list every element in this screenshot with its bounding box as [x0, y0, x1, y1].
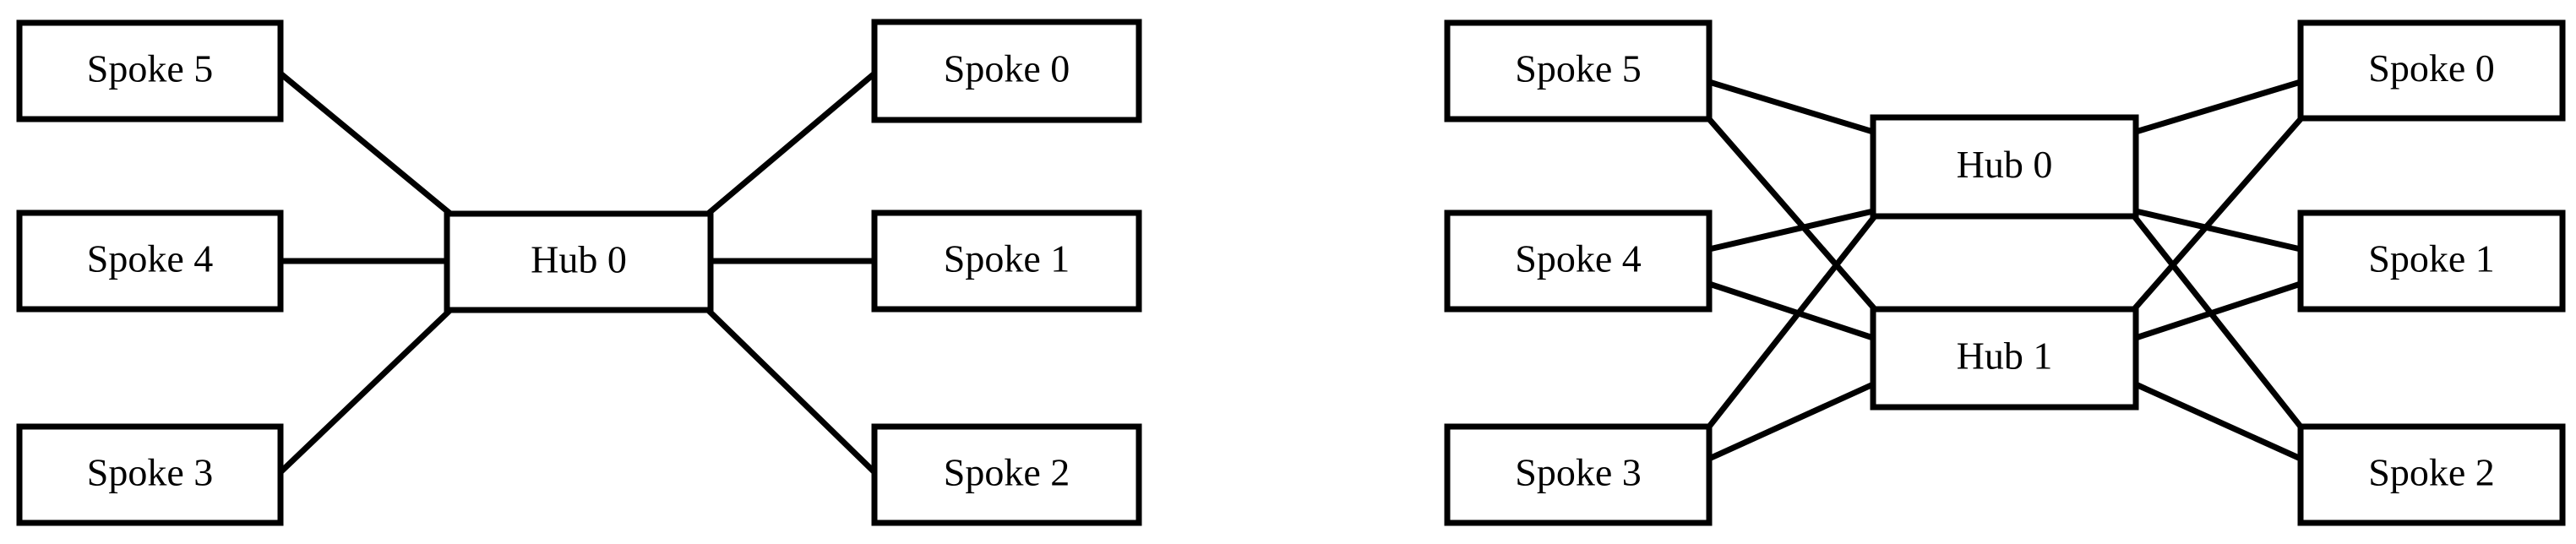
node-spoke-s4[interactable]: Spoke 4	[16, 209, 284, 313]
node-label: Spoke 2	[2368, 451, 2495, 494]
node-spoke-s5[interactable]: Spoke 5	[1444, 19, 1713, 122]
node-box[interactable]	[1870, 114, 2139, 220]
node-spoke-s0[interactable]: Spoke 0	[871, 19, 1142, 123]
node-box[interactable]	[16, 19, 284, 122]
edge-h1-to-s1[interactable]	[2134, 280, 2302, 341]
edge-s5-to-h0[interactable]	[278, 71, 453, 216]
node-box[interactable]	[1444, 19, 1713, 122]
node-hub-h0[interactable]: Hub 0	[1870, 114, 2139, 220]
node-box[interactable]	[1870, 306, 2139, 411]
edge-h0-to-s1[interactable]	[2135, 208, 2301, 253]
edge-s3-to-h0[interactable]	[1707, 214, 1877, 429]
edge-s5-to-h1[interactable]	[1707, 117, 1877, 312]
node-box[interactable]	[16, 209, 284, 313]
node-label: Spoke 5	[1515, 47, 1642, 90]
node-spoke-s5[interactable]: Spoke 5	[16, 19, 284, 122]
node-spoke-s4[interactable]: Spoke 4	[1444, 209, 1713, 313]
edge-h0-to-s0[interactable]	[2134, 79, 2302, 135]
node-box[interactable]	[444, 210, 714, 313]
node-label: Spoke 3	[87, 451, 214, 494]
edge-group-single-hub	[278, 71, 877, 475]
node-spoke-s1[interactable]: Spoke 1	[2297, 209, 2566, 313]
node-spoke-s3[interactable]: Spoke 3	[16, 423, 284, 526]
node-group-dual-hub: Spoke 5 Spoke 4 Spoke 3 Hub 0 Hub 1 Spoke 0 Sp…	[1444, 19, 2566, 526]
edge-h1-to-s2[interactable]	[2134, 381, 2302, 462]
node-box[interactable]	[16, 423, 284, 526]
edge-h0-to-s2[interactable]	[705, 307, 877, 475]
node-box[interactable]	[2297, 423, 2566, 526]
node-box[interactable]	[2297, 209, 2566, 313]
node-label: Spoke 0	[2368, 46, 2495, 90]
node-spoke-s2[interactable]: Spoke 2	[871, 423, 1142, 526]
edge-s4-to-h0[interactable]	[1708, 208, 1874, 253]
node-label: Spoke 5	[87, 47, 214, 90]
edge-s4-to-h1[interactable]	[1707, 280, 1875, 341]
edge-h0-to-s2[interactable]	[2132, 214, 2303, 429]
edge-h1-to-s0[interactable]	[2132, 117, 2303, 312]
node-label: Hub 1	[1957, 335, 2053, 378]
node-label: Spoke 0	[944, 47, 1070, 90]
node-box[interactable]	[1444, 423, 1713, 526]
node-box[interactable]	[2297, 19, 2566, 122]
nodes-layer: Spoke 5 Spoke 4 Spoke 3 Hub 0 Spoke 0 Spoke 1…	[16, 19, 2566, 526]
edge-s3-to-h1[interactable]	[1707, 381, 1875, 462]
node-label: Hub 0	[1957, 143, 2053, 186]
node-box[interactable]	[871, 19, 1142, 123]
node-box[interactable]	[871, 209, 1142, 313]
node-group-single-hub: Spoke 5 Spoke 4 Spoke 3 Hub 0 Spoke 0 Spoke 1…	[16, 19, 1142, 526]
edges-layer	[278, 71, 2303, 475]
node-spoke-s0[interactable]: Spoke 0	[2297, 19, 2566, 122]
node-label: Spoke 3	[1515, 451, 1642, 494]
edge-s5-to-h0[interactable]	[1707, 79, 1875, 135]
edge-h0-to-s0[interactable]	[705, 71, 877, 216]
edge-s3-to-h0[interactable]	[278, 307, 453, 475]
node-label: Spoke 4	[87, 237, 214, 280]
node-box[interactable]	[1444, 209, 1713, 313]
node-hub-h0[interactable]: Hub 0	[444, 210, 714, 313]
node-spoke-s2[interactable]: Spoke 2	[2297, 423, 2566, 526]
node-spoke-s3[interactable]: Spoke 3	[1444, 423, 1713, 526]
node-label: Hub 0	[531, 238, 627, 281]
node-label: Spoke 4	[1515, 237, 1642, 280]
node-label: Spoke 2	[944, 451, 1070, 494]
edge-group-dual-hub	[1707, 79, 2303, 462]
node-hub-h1[interactable]: Hub 1	[1870, 306, 2139, 411]
node-spoke-s1[interactable]: Spoke 1	[871, 209, 1142, 313]
node-label: Spoke 1	[944, 237, 1070, 280]
node-box[interactable]	[871, 423, 1142, 526]
node-label: Spoke 1	[2368, 237, 2495, 280]
